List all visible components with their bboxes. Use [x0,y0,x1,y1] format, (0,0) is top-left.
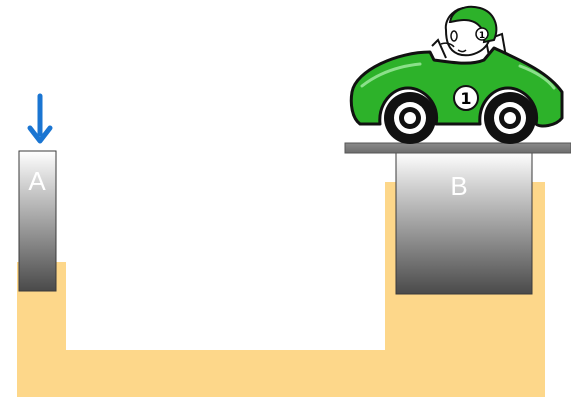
race-car: 1 1 [349,5,564,144]
piston-b-label: B [450,171,467,201]
rear-wheel [484,92,536,144]
force-arrow [27,93,53,144]
piston-b-platform [344,142,571,154]
piston-a-label: A [28,166,46,196]
piston-b: B [395,151,533,295]
driver: 1 [440,5,498,57]
piston-a: A [18,150,57,292]
car-number: 1 [460,89,471,108]
helmet-number: 1 [479,31,485,41]
front-wheel [384,92,436,144]
